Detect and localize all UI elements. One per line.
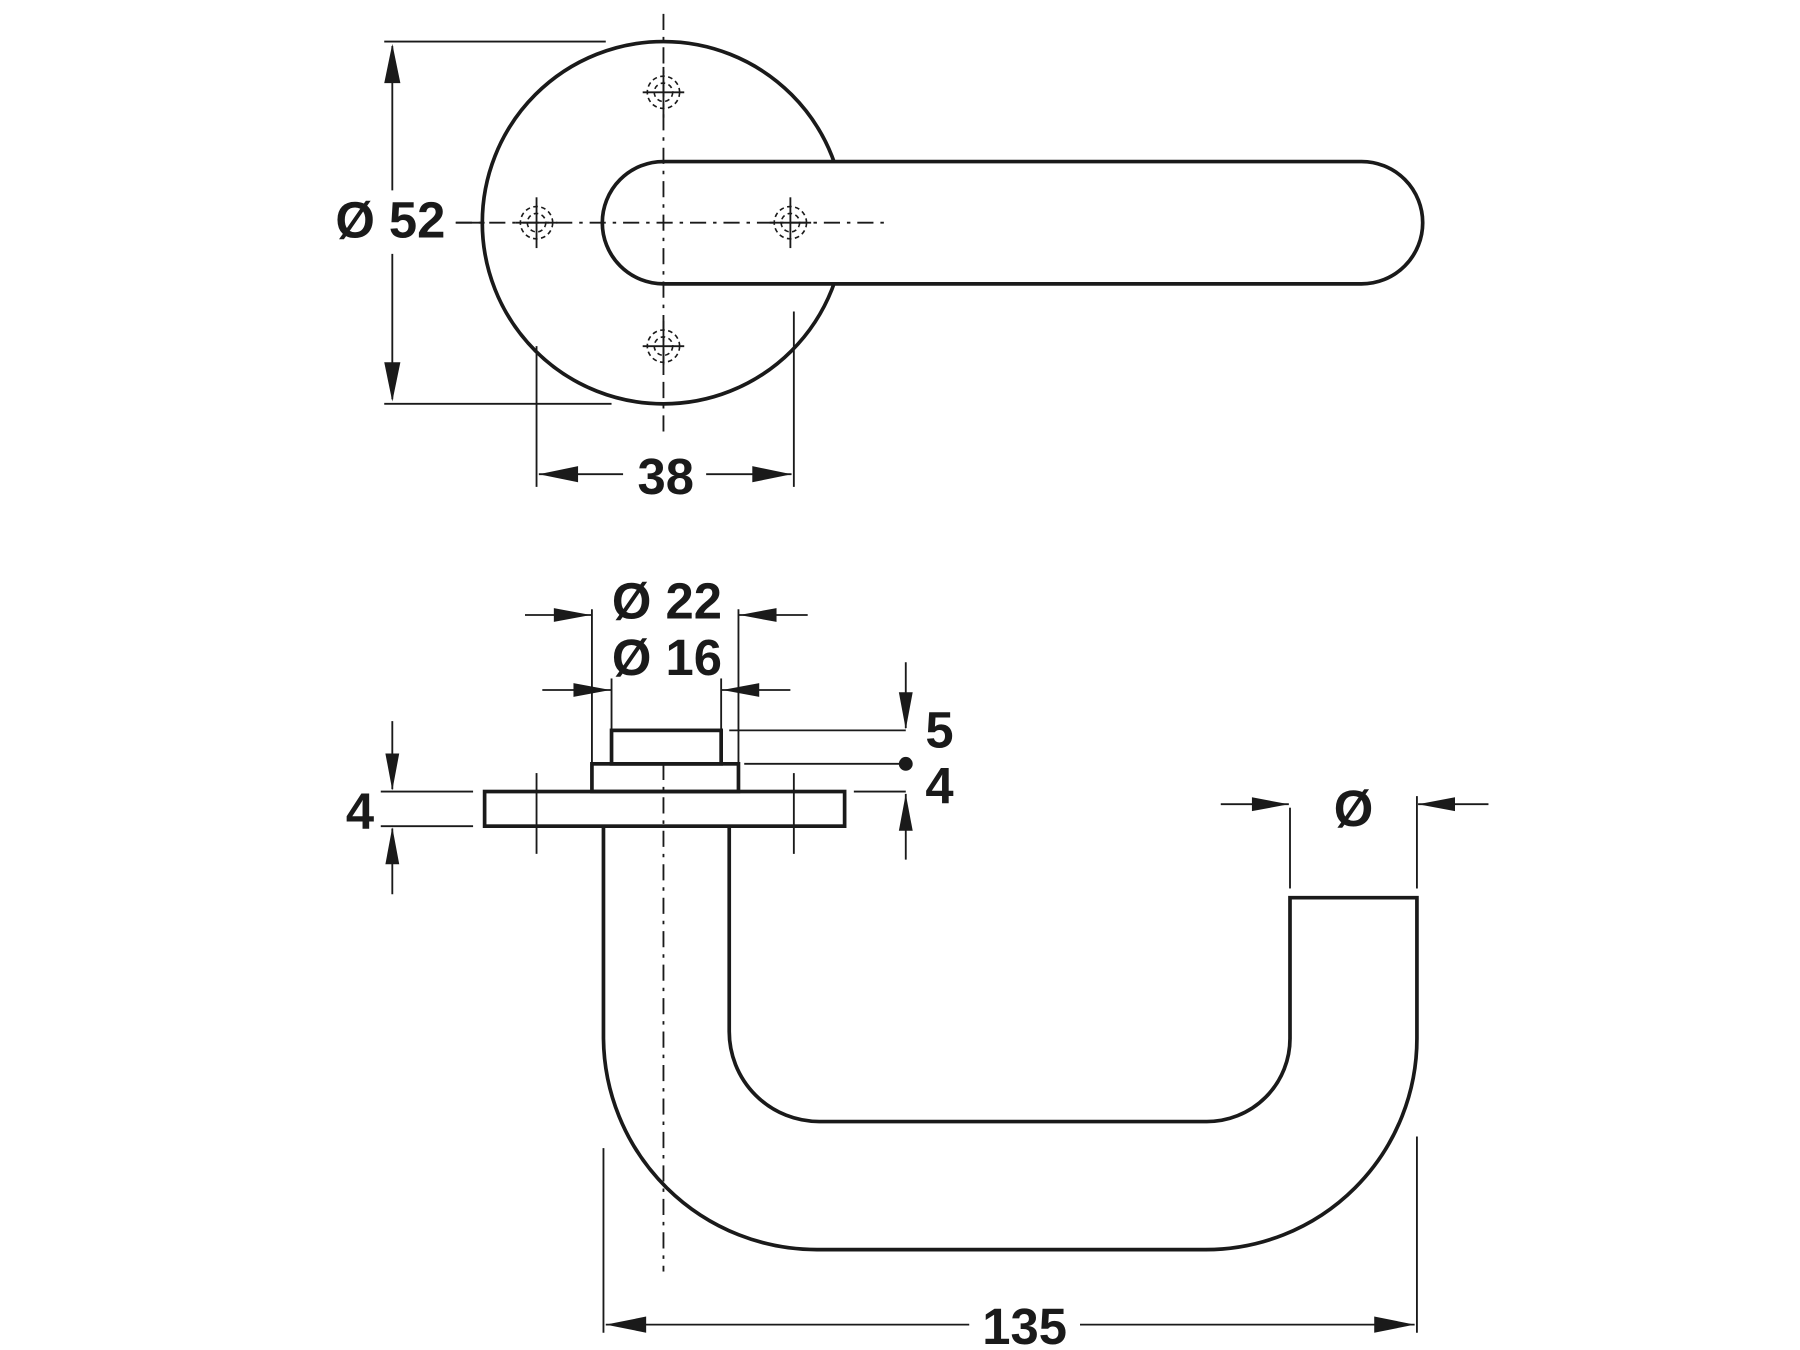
spindle-pin <box>609 728 723 766</box>
top-view: Ø 52 38 <box>335 13 1425 505</box>
lever-outline <box>600 159 1425 286</box>
screw-hole-bottom-icon <box>641 319 686 373</box>
spindle-boss <box>590 761 741 794</box>
dimension-rose-thickness: 4 <box>346 721 474 895</box>
boss-height-label: 4 <box>925 757 953 814</box>
u-lever-outline <box>601 826 1419 1252</box>
screw-hole-top-icon <box>641 66 686 119</box>
dimension-screw-spacing: 38 <box>535 311 795 505</box>
handle-projection-label: 135 <box>982 1298 1067 1350</box>
rose-thickness-label: 4 <box>346 782 374 839</box>
dimension-rose-diameter: Ø 52 <box>335 40 612 405</box>
dimension-spindle-inner: Ø 16 <box>542 629 791 731</box>
spindle-inner-diameter-label: Ø 16 <box>612 629 722 686</box>
dimension-handle-projection: 135 <box>602 1136 1418 1350</box>
spindle-outer-diameter-label: Ø 22 <box>612 572 722 629</box>
pin-height-label: 5 <box>925 702 953 759</box>
side-view: Ø 22 Ø 16 5 4 <box>346 572 1489 1350</box>
screw-spacing-label: 38 <box>638 448 694 505</box>
handle-diameter-label: Ø <box>1334 780 1373 837</box>
rose-plate <box>482 789 847 828</box>
rose-diameter-label: Ø 52 <box>335 192 445 249</box>
dimension-pin-boss-height: 5 4 <box>729 662 954 860</box>
dimension-handle-diameter: Ø <box>1220 780 1489 889</box>
screw-hole-left-icon <box>514 196 559 249</box>
